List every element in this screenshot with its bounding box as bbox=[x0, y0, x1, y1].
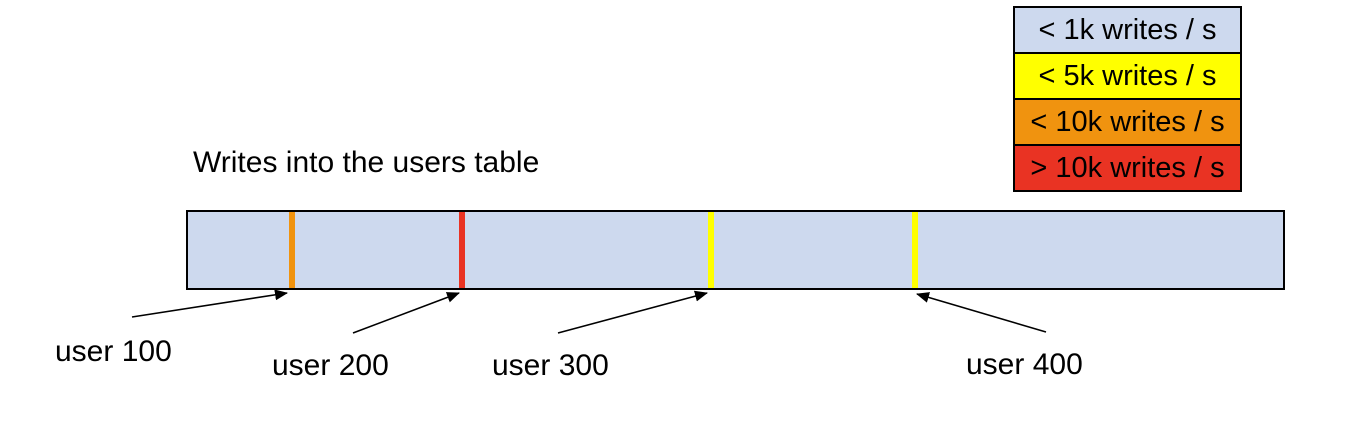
legend-row-gt-10k: > 10k writes / s bbox=[1013, 144, 1242, 192]
user-300-label: user 300 bbox=[492, 349, 609, 382]
arrow-user-300-icon bbox=[557, 290, 708, 334]
user-400-label: user 400 bbox=[966, 348, 1083, 381]
write-hotspot-marker-user-100 bbox=[289, 212, 295, 288]
arrow-user-400-icon bbox=[916, 292, 1047, 333]
write-hotspot-marker-user-400 bbox=[912, 212, 918, 288]
write-rate-legend: < 1k writes / s < 5k writes / s < 10k wr… bbox=[1013, 6, 1242, 192]
users-table-bar bbox=[186, 210, 1285, 290]
legend-label-gt-10k: > 10k writes / s bbox=[1030, 151, 1225, 184]
write-hotspot-marker-user-300 bbox=[708, 212, 714, 288]
legend-label-lt-5k: < 5k writes / s bbox=[1038, 59, 1217, 92]
write-hotspot-marker-user-200 bbox=[459, 212, 465, 288]
user-100-label: user 100 bbox=[55, 335, 172, 368]
legend-row-lt-10k: < 10k writes / s bbox=[1013, 98, 1242, 146]
arrow-user-200-icon bbox=[352, 292, 460, 334]
legend-label-lt-10k: < 10k writes / s bbox=[1030, 105, 1225, 138]
user-200-label: user 200 bbox=[272, 349, 389, 382]
arrow-user-100-icon bbox=[131, 289, 288, 318]
legend-row-lt-5k: < 5k writes / s bbox=[1013, 52, 1242, 100]
legend-row-lt-1k: < 1k writes / s bbox=[1013, 6, 1242, 54]
legend-label-lt-1k: < 1k writes / s bbox=[1038, 13, 1217, 46]
diagram-title: Writes into the users table bbox=[193, 146, 540, 179]
